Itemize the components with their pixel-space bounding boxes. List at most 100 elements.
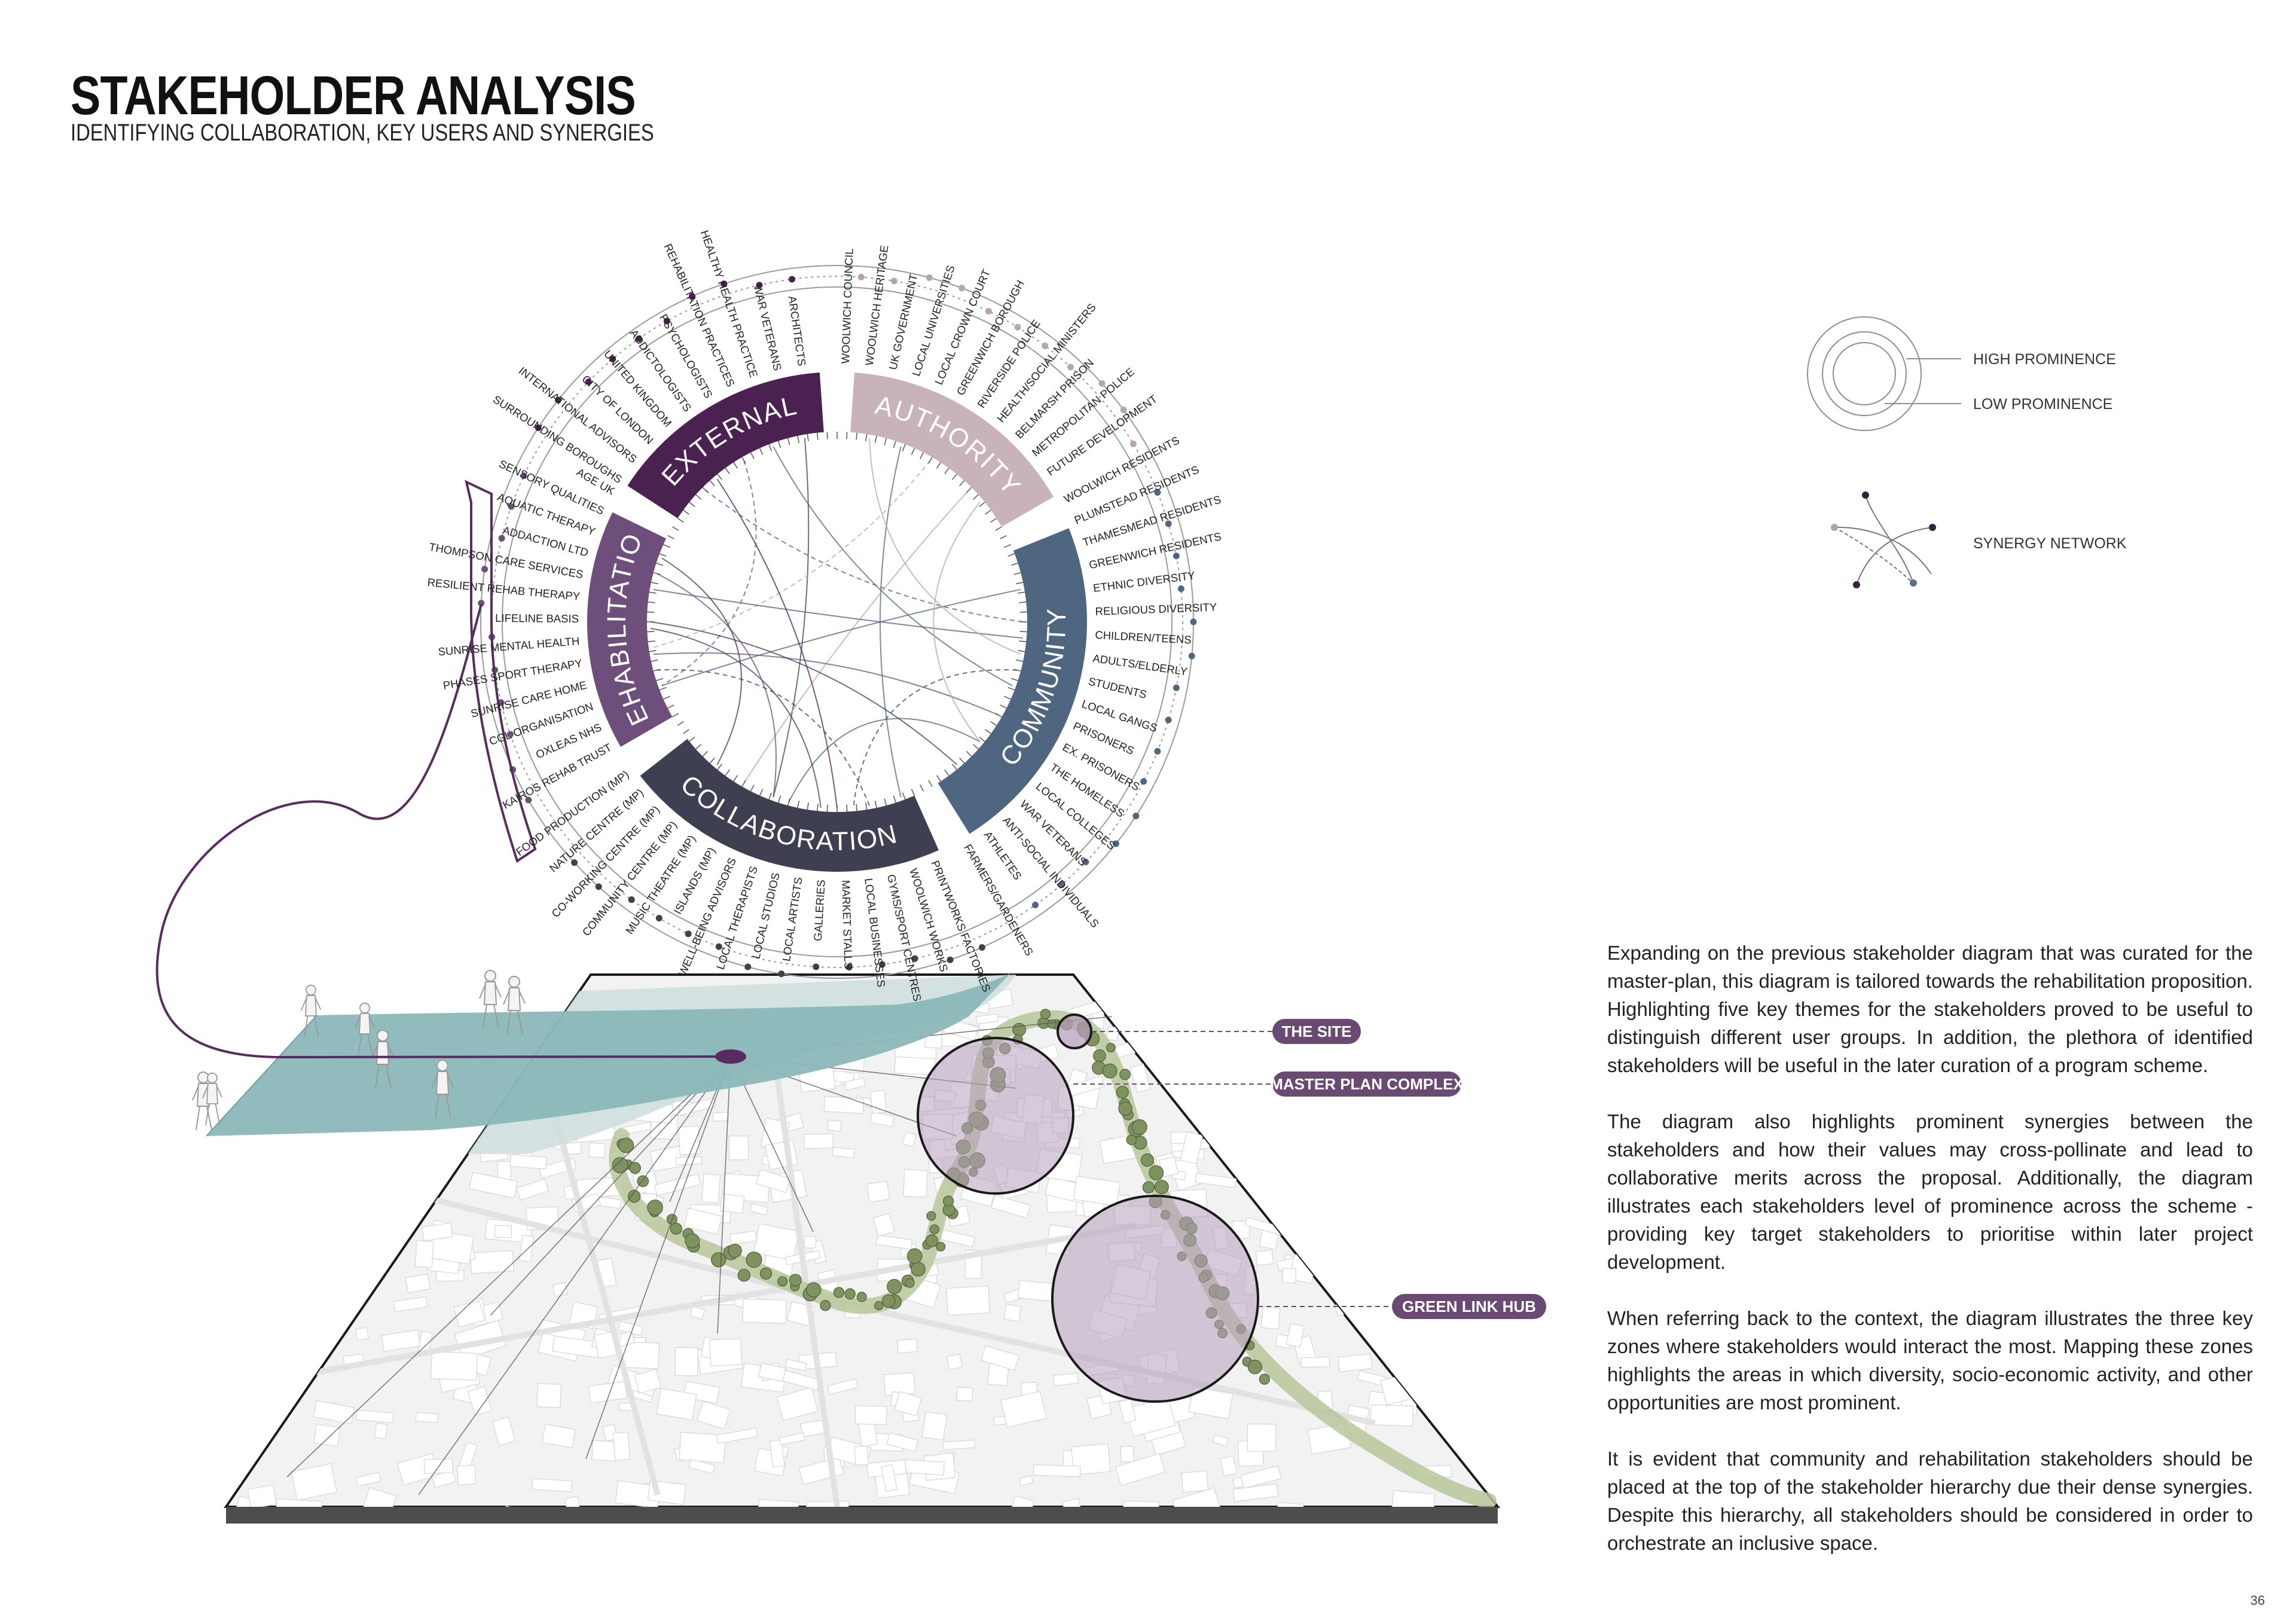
wheel-tick xyxy=(979,737,985,742)
prominence-dot xyxy=(656,915,662,921)
urban-block xyxy=(947,1354,962,1369)
wheel-tick xyxy=(929,457,932,463)
prominence-dot xyxy=(1032,902,1039,908)
prominence-dot xyxy=(979,944,985,951)
tree xyxy=(670,1223,682,1234)
body-paragraph-2: The diagram also highlights prominent sy… xyxy=(1607,1107,2253,1276)
stakeholder-name: LOCAL COLLEGES xyxy=(1034,780,1118,852)
urban-block xyxy=(1283,1268,1296,1283)
urban-block xyxy=(657,1388,697,1420)
wheel-tick xyxy=(973,744,978,749)
label-masterplan: MASTER PLAN COMPLEX xyxy=(1270,1072,1464,1097)
wheel-tick xyxy=(856,433,857,440)
zone-masterplan xyxy=(918,1038,1073,1193)
prominence-dot xyxy=(1130,441,1137,447)
wheel-tick xyxy=(920,453,923,459)
synergy-chord xyxy=(717,479,837,808)
stakeholder-name: CHILDREN/TEENS xyxy=(1095,628,1192,646)
wheel-tick xyxy=(651,660,658,661)
wheel-tick xyxy=(742,780,746,786)
prominence-dot xyxy=(1165,717,1172,724)
wheel-tick xyxy=(651,582,658,584)
wheel-tick xyxy=(985,729,991,734)
urban-block xyxy=(537,1384,561,1408)
zone-greenlink xyxy=(1052,1196,1258,1402)
urban-block xyxy=(613,1432,630,1460)
wheel-tick xyxy=(966,751,971,756)
urban-block xyxy=(743,1299,786,1323)
prominence-dot xyxy=(1190,619,1197,625)
urban-block xyxy=(588,1143,605,1158)
urban-block xyxy=(1338,1354,1372,1372)
prominence-dot xyxy=(1173,685,1180,691)
wheel-tick xyxy=(657,679,663,681)
label-masterplan-text: MASTER PLAN COMPLEX xyxy=(1270,1075,1464,1093)
wheel-tick xyxy=(875,436,877,443)
prominence-dot xyxy=(1154,748,1161,755)
synergy-chord xyxy=(773,438,808,797)
urban-block xyxy=(1054,1373,1079,1385)
urban-block xyxy=(855,1406,887,1424)
tree xyxy=(911,1262,925,1276)
urban-block xyxy=(947,1286,990,1315)
urban-block xyxy=(804,1134,833,1149)
tree xyxy=(1040,1009,1050,1019)
urban-block xyxy=(495,1226,512,1238)
wheel-tick xyxy=(742,457,746,463)
tree xyxy=(887,1280,902,1294)
wheel-tick xyxy=(817,804,818,811)
urban-block xyxy=(248,1485,276,1509)
wheel-tick xyxy=(696,494,701,499)
wheel-tick xyxy=(1004,696,1011,699)
page-number: 36 xyxy=(2251,1593,2265,1608)
urban-block xyxy=(314,1424,340,1446)
synergy-chord xyxy=(662,558,741,765)
tree xyxy=(1155,1180,1169,1194)
wheel-tick xyxy=(677,518,683,523)
wheel-tick xyxy=(807,802,808,810)
urban-block xyxy=(510,1155,546,1169)
wheel-tick xyxy=(937,462,941,468)
urban-block xyxy=(375,1423,387,1439)
legend: HIGH PROMINENCE LOW PROMINENCE SYNERGY N… xyxy=(1808,317,2127,588)
urban-block xyxy=(1181,1471,1208,1492)
urban-block xyxy=(1033,1465,1080,1477)
urban-block xyxy=(592,1440,618,1461)
wheel-tick xyxy=(937,776,941,782)
wheel-tick xyxy=(875,801,877,808)
wheel-tick xyxy=(1016,660,1023,661)
legend-low-prominence: LOW PROMINENCE xyxy=(1973,396,2112,413)
synergy-chord xyxy=(933,502,980,741)
tree xyxy=(1120,1069,1131,1080)
urban-block xyxy=(824,1096,863,1113)
wheel-tick xyxy=(1014,573,1021,575)
tree xyxy=(685,1234,700,1248)
wheel-tick xyxy=(673,713,679,717)
wheel-tick xyxy=(689,502,695,507)
urban-block xyxy=(416,1412,438,1422)
wheel-tick xyxy=(979,502,985,507)
urban-block xyxy=(804,1237,816,1248)
wheel-tick xyxy=(725,770,729,776)
prominence-dot xyxy=(926,274,933,281)
synergy-chord xyxy=(705,490,1024,622)
tree xyxy=(930,1225,939,1234)
stakeholder-name: ARCHITECTS xyxy=(786,295,808,367)
wheel-tick xyxy=(866,802,867,810)
prominence-dot xyxy=(1178,585,1184,592)
wheel-tick xyxy=(1008,688,1015,690)
prominence-dot xyxy=(1067,364,1074,370)
urban-block xyxy=(828,1120,841,1131)
urban-block xyxy=(710,1339,742,1366)
wheel-tick xyxy=(648,602,655,603)
tree xyxy=(907,1248,922,1263)
wheel-tick xyxy=(703,751,707,756)
urban-block xyxy=(871,1091,887,1114)
wheel-tick xyxy=(903,444,905,451)
tree xyxy=(778,1277,787,1286)
stakeholder-name: SUNRISE MENTAL HEALTH xyxy=(438,634,580,658)
zone-site xyxy=(1058,1015,1091,1048)
wheel-tick xyxy=(769,444,771,451)
tree xyxy=(833,1287,844,1298)
prominence-dot xyxy=(813,963,819,970)
